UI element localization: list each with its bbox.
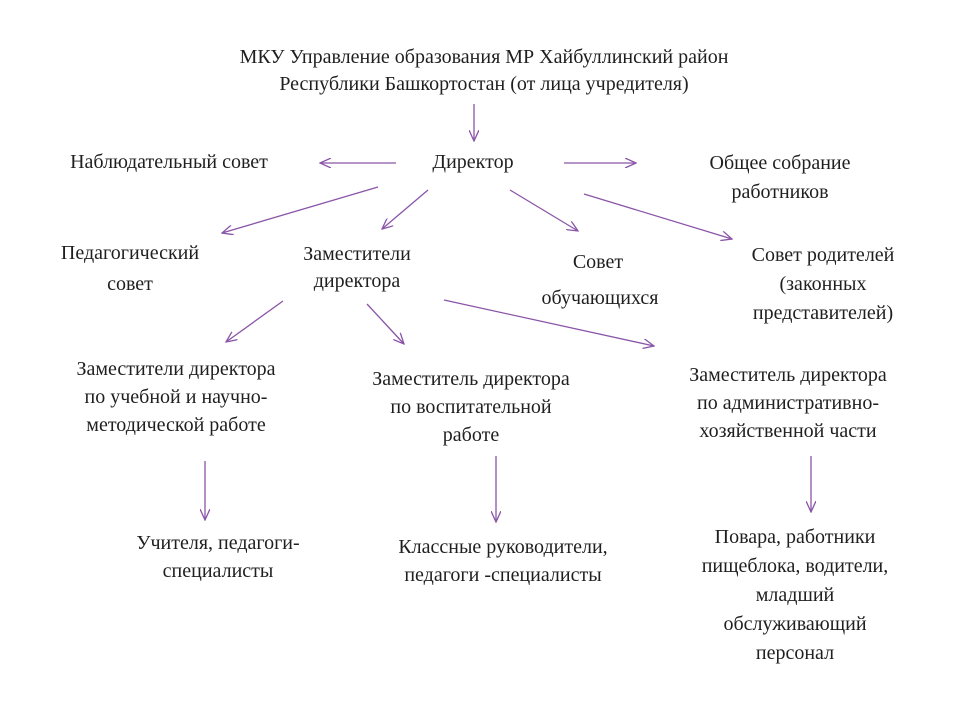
arrow-director-to-deputy-directors: [382, 189, 429, 229]
service-staff-line-1: Повара, работники: [714, 526, 876, 548]
arrow-director-to-parents-council: [583, 193, 732, 239]
deputy-administrative-node: Заместитель директора по административно…: [656, 361, 920, 445]
arrow-deputies-to-educational: [366, 303, 404, 344]
deputy-administrative-line-3: хозяйственной части: [699, 420, 877, 442]
class-teachers-line-1: Классные руководители,: [398, 536, 608, 558]
director-node: Директор: [400, 149, 546, 176]
deputy-educational-node: Заместитель директора по воспитательной …: [340, 365, 602, 449]
service-staff-line-4: обслуживающий: [723, 613, 867, 635]
deputy-educational-line-1: Заместитель директора: [372, 368, 570, 390]
deputy-academic-line-2: по учебной и научно-: [84, 386, 268, 408]
student-council-line-1: Совет: [572, 251, 624, 273]
arrow-deputies-to-academic: [226, 300, 284, 342]
teachers-line-1: Учителя, педагоги-: [136, 532, 300, 554]
student-council-node: Совет обучающихся: [510, 244, 690, 316]
deputy-administrative-line-2: по административно-: [697, 392, 879, 414]
deputy-academic-node: Заместители директора по учебной и научн…: [46, 355, 306, 439]
deputy-educational-line-2: по воспитательной: [390, 396, 552, 418]
service-staff-node: Повара, работники пищеблока, водители, м…: [672, 523, 918, 668]
student-council-line-2: обучающихся: [541, 287, 659, 309]
pedagogical-council-node: Педагогический совет: [40, 238, 220, 300]
service-staff-line-2: пищеблока, водители,: [701, 555, 889, 577]
teachers-line-2: специалисты: [162, 560, 274, 582]
deputy-educational-line-3: работе: [442, 424, 500, 446]
general-meeting-node: Общее собрание работников: [680, 149, 880, 207]
arrow-director-to-pedagogical-council: [222, 186, 379, 233]
general-meeting-line-1: Общее собрание: [709, 152, 851, 174]
parents-council-line-2: (законных: [779, 273, 867, 295]
teachers-node: Учителя, педагоги- специалисты: [100, 529, 336, 585]
arrow-director-to-student-council: [509, 189, 578, 231]
deputy-directors-line-2: директора: [313, 270, 401, 292]
founder-line-2: Республики Башкортостан (от лица учредит…: [279, 73, 689, 95]
deputy-academic-line-1: Заместители директора: [76, 358, 276, 380]
deputy-directors-node: Заместители директора: [277, 241, 437, 295]
supervisory-board-node: Наблюдательный совет: [40, 149, 298, 176]
arrow-deputies-to-administrative: [443, 299, 654, 346]
service-staff-line-3: младший: [755, 584, 835, 606]
pedagogical-council-line-1: Педагогический: [60, 242, 200, 264]
deputy-administrative-line-1: Заместитель директора: [689, 364, 887, 386]
parents-council-line-3: представителей): [752, 302, 894, 324]
founder-line-1: МКУ Управление образования МР Хайбуллинс…: [239, 46, 729, 68]
parents-council-line-1: Совет родителей: [751, 244, 895, 266]
class-teachers-node: Классные руководители, педагоги -специал…: [362, 533, 644, 589]
deputy-directors-line-1: Заместители: [303, 243, 411, 265]
deputy-academic-line-3: методической работе: [86, 414, 266, 436]
founder-node: МКУ Управление образования МР Хайбуллинс…: [180, 44, 788, 98]
director-label: Директор: [432, 151, 514, 173]
class-teachers-line-2: педагоги -специалисты: [404, 564, 602, 586]
general-meeting-line-2: работников: [731, 181, 829, 203]
pedagogical-council-line-2: совет: [107, 273, 153, 295]
supervisory-board-label: Наблюдательный совет: [70, 151, 268, 173]
parents-council-node: Совет родителей (законных представителей…: [720, 241, 926, 328]
service-staff-line-5: персонал: [755, 642, 835, 664]
